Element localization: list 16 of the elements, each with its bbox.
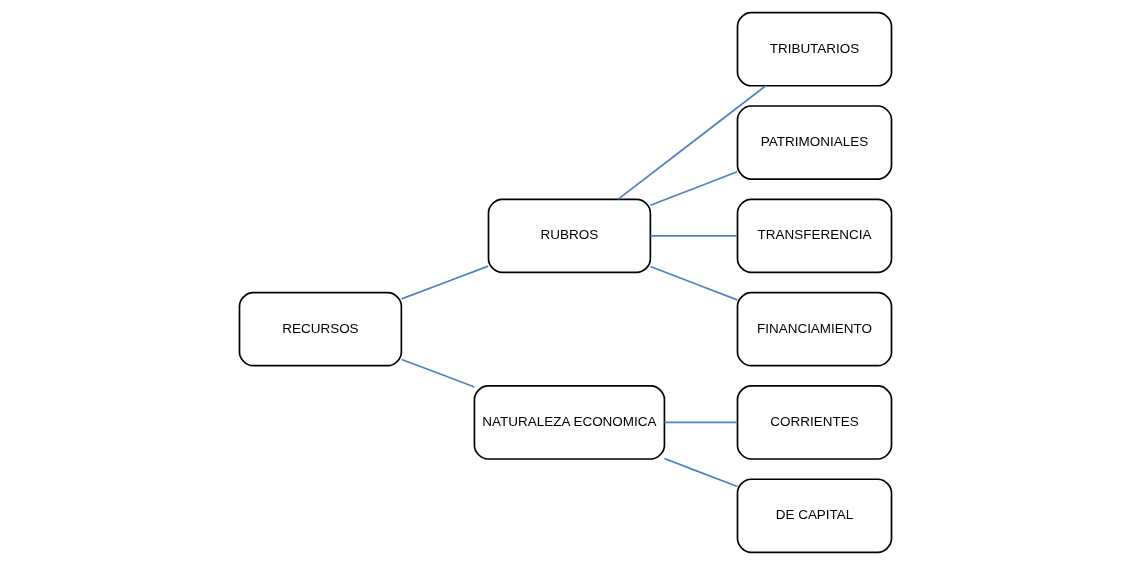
- node-box: DE CAPITAL: [736, 478, 893, 554]
- connector: [400, 358, 476, 388]
- connector: [663, 421, 739, 424]
- node-box: CORRIENTES: [736, 385, 893, 460]
- node-box: TRIBUTARIOS: [736, 11, 893, 87]
- connector: [663, 457, 739, 488]
- node-box: TRANSFERENCIA: [736, 198, 893, 274]
- node-box: NATURALEZA ECONOMICA: [473, 385, 666, 460]
- node-box: RECURSOS: [238, 291, 403, 367]
- node-box: RUBROS: [487, 198, 652, 274]
- connector: [649, 235, 739, 237]
- node-box: FINANCIAMIENTO: [736, 291, 893, 367]
- connector: [649, 170, 739, 206]
- connector: [649, 265, 739, 301]
- connector: [400, 265, 490, 300]
- node-box: PATRIMONIALES: [736, 105, 893, 180]
